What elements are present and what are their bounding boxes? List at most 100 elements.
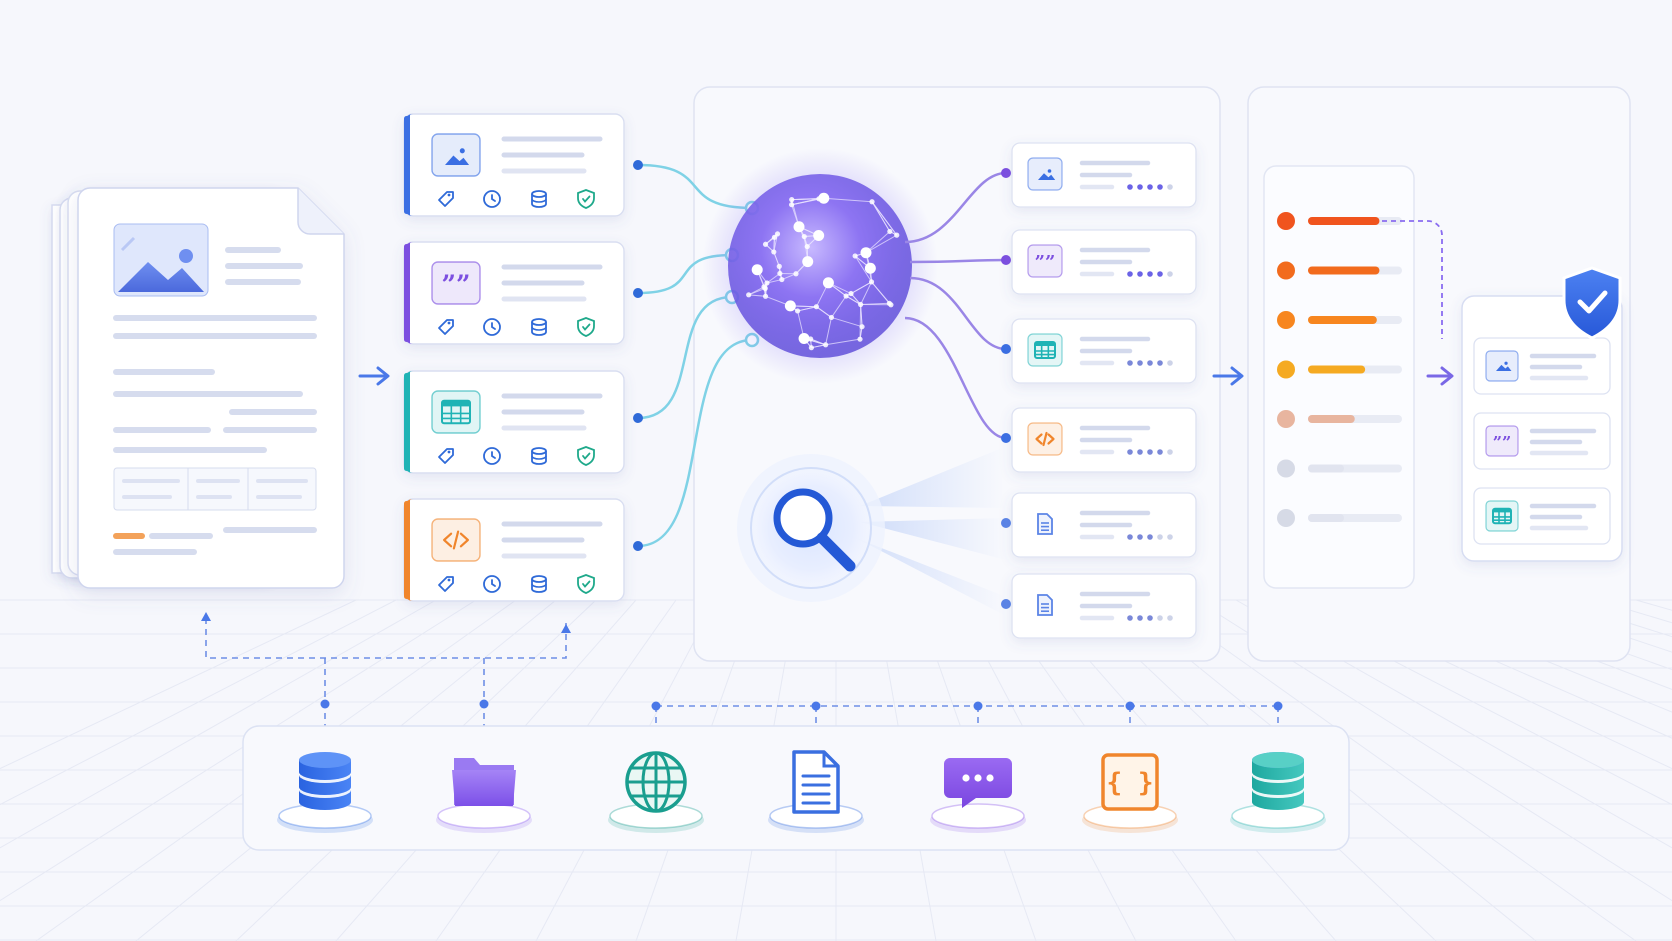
image-icon bbox=[431, 133, 481, 177]
link-end-dot bbox=[1001, 344, 1011, 354]
database-icon[interactable] bbox=[277, 752, 373, 833]
score-bar bbox=[1308, 266, 1380, 275]
embedding-sphere bbox=[702, 148, 938, 384]
link-end-dot bbox=[1001, 433, 1011, 443]
retrieved-text-lines bbox=[1079, 591, 1151, 621]
source-pedestal bbox=[437, 803, 531, 829]
clock-icon bbox=[483, 575, 501, 593]
arrow-to-ranking bbox=[1212, 366, 1244, 386]
link-start-dot bbox=[633, 160, 643, 170]
ranking-row[interactable] bbox=[1277, 212, 1402, 230]
final-context: ”” bbox=[1461, 266, 1623, 562]
data-source-list: { } bbox=[277, 750, 1326, 833]
retrieved-chunk-card[interactable] bbox=[1011, 492, 1197, 558]
score-bar bbox=[1308, 514, 1344, 522]
code-icon bbox=[431, 518, 481, 562]
embedding-node bbox=[888, 302, 894, 308]
relevance-dots bbox=[1127, 184, 1173, 190]
retrieved-text-lines bbox=[1079, 425, 1151, 455]
ranking-selection-link bbox=[1382, 220, 1443, 339]
chunk-accent-bar bbox=[404, 373, 409, 471]
embedding-node bbox=[857, 336, 863, 342]
retrieved-chunk-card[interactable]: ”” bbox=[1011, 229, 1197, 295]
rank-dot bbox=[1277, 261, 1295, 280]
document-icon[interactable] bbox=[768, 750, 864, 833]
chunk-accent-bar bbox=[404, 244, 409, 342]
ranking-row[interactable] bbox=[1277, 459, 1402, 478]
clock-icon bbox=[483, 318, 501, 336]
shield-check-icon bbox=[577, 189, 595, 209]
tag-icon bbox=[438, 448, 454, 464]
json-icon[interactable]: { } bbox=[1082, 753, 1178, 833]
svg-text:””: ”” bbox=[1493, 432, 1512, 451]
embedding-node bbox=[771, 234, 778, 240]
document-footer-lines bbox=[113, 527, 317, 555]
embedding-node bbox=[802, 256, 814, 268]
chunk-card[interactable]: ”” bbox=[403, 241, 625, 345]
retrieved-chunk-card[interactable] bbox=[1011, 318, 1197, 384]
quote-icon: ”” bbox=[431, 261, 481, 305]
database-icon bbox=[531, 575, 547, 593]
embedding-to-result-links bbox=[904, 168, 1011, 609]
table-icon bbox=[1485, 500, 1519, 532]
folder-icon[interactable] bbox=[436, 758, 532, 833]
search-component bbox=[737, 448, 1006, 616]
rank-dot bbox=[1277, 212, 1295, 230]
stacked-database-icon[interactable] bbox=[1230, 752, 1326, 833]
embedding-node bbox=[774, 231, 781, 237]
image-icon bbox=[1027, 157, 1063, 191]
ranking-row[interactable] bbox=[1277, 311, 1402, 329]
tag-icon bbox=[438, 191, 454, 207]
embedding-node bbox=[868, 279, 875, 285]
link-end-dot bbox=[1001, 168, 1011, 178]
chunk-card[interactable] bbox=[403, 370, 625, 474]
embedding-node bbox=[764, 280, 770, 286]
retrieved-chunk-card[interactable] bbox=[1011, 573, 1197, 639]
embedding-node bbox=[794, 308, 801, 314]
svg-text:{ }: { } bbox=[1107, 768, 1154, 798]
feedback-arrowheads bbox=[201, 612, 1283, 738]
source-document-stack bbox=[51, 187, 345, 589]
chunk-card[interactable] bbox=[403, 498, 625, 602]
link-end-dot bbox=[1001, 518, 1011, 528]
ranking-row[interactable] bbox=[1277, 360, 1402, 379]
context-text-lines bbox=[1529, 428, 1597, 456]
document-image-icon bbox=[113, 223, 209, 297]
ranking-row[interactable] bbox=[1277, 509, 1402, 527]
embedding-node bbox=[848, 290, 854, 297]
chat-icon[interactable] bbox=[930, 758, 1026, 833]
embedding-node bbox=[762, 241, 769, 247]
chunk-text-lines bbox=[501, 393, 603, 431]
retrieved-chunk-card[interactable] bbox=[1011, 407, 1197, 473]
link-end-dot bbox=[1001, 255, 1011, 265]
context-item[interactable]: ”” bbox=[1473, 412, 1611, 470]
table-icon bbox=[1027, 333, 1063, 367]
shield-check-icon bbox=[1562, 266, 1622, 340]
chunk-card[interactable] bbox=[403, 113, 625, 217]
retrieved-text-lines bbox=[1079, 336, 1151, 366]
context-item[interactable] bbox=[1473, 337, 1611, 395]
source-pedestal bbox=[931, 803, 1025, 829]
relevance-dots bbox=[1127, 449, 1173, 455]
retrieved-chunk-card[interactable] bbox=[1011, 142, 1197, 208]
embedding-node bbox=[779, 276, 785, 283]
context-item[interactable] bbox=[1473, 487, 1611, 545]
link-end-dot bbox=[1001, 599, 1011, 609]
relevance-dots bbox=[1127, 534, 1173, 540]
embedding-node bbox=[762, 285, 768, 291]
database-icon bbox=[531, 318, 547, 336]
embedding-node bbox=[864, 262, 876, 274]
rank-dot bbox=[1277, 311, 1295, 329]
score-bar bbox=[1308, 217, 1380, 225]
embedding-node bbox=[751, 264, 763, 276]
chunk-text-lines bbox=[501, 521, 603, 559]
ranking-rows bbox=[1277, 212, 1402, 527]
globe-icon[interactable] bbox=[608, 751, 704, 833]
ranking-row[interactable] bbox=[1277, 410, 1402, 428]
embedding-node bbox=[804, 243, 810, 250]
ranking-row[interactable] bbox=[1277, 261, 1402, 280]
embedding-node bbox=[816, 196, 822, 202]
link-start-dot bbox=[633, 541, 643, 551]
magnifier-icon bbox=[773, 488, 856, 572]
